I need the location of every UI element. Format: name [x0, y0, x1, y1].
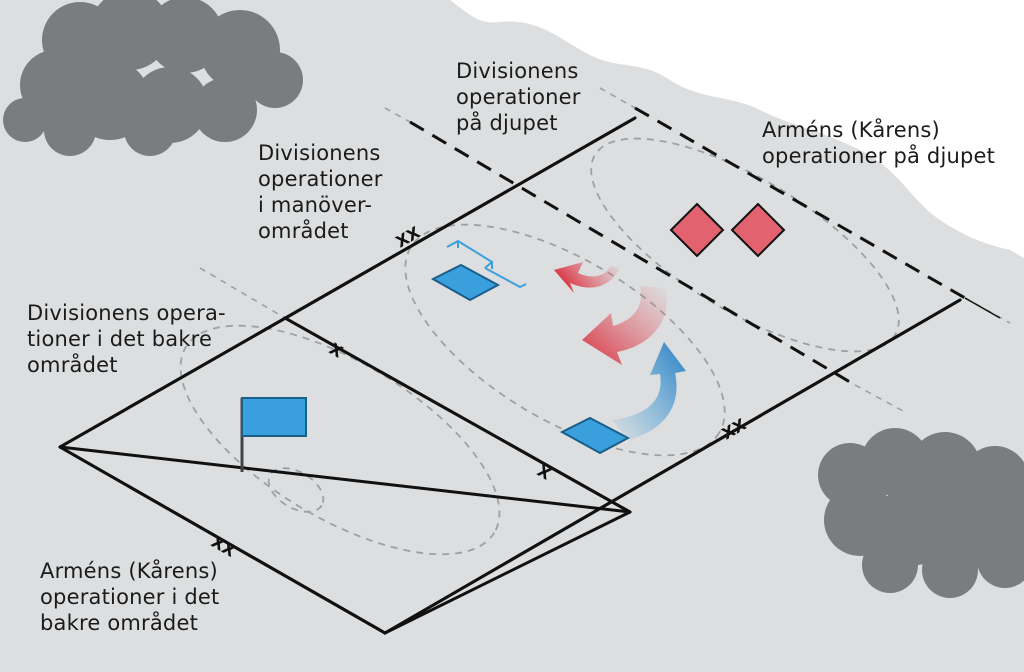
label-army-deep: Arméns (Kårens) operationer på djupet — [762, 118, 996, 168]
enemy-unit-icon — [669, 202, 725, 258]
forward-dashed-lines — [409, 106, 966, 387]
cloud-bottom-right — [818, 428, 1024, 598]
cloud-top-left — [3, 0, 303, 156]
friendly-unit-icon — [430, 263, 501, 302]
right-extension — [964, 297, 1001, 319]
rear-area-oval — [179, 324, 501, 556]
label-division-deep: Divisionens operationer på djupet — [456, 59, 581, 135]
label-division-maneuver: Divisionens operationer i manöver- områd… — [258, 141, 383, 243]
label-army-rear: Arméns (Kårens) operationer i det bakre … — [40, 559, 220, 635]
label-division-rear: Divisionens opera- tioner i det bakre om… — [27, 301, 226, 377]
friendly-boundary-bracket — [446, 239, 527, 289]
enemy-attack-arrow-icon — [554, 262, 620, 293]
small-oval — [267, 467, 325, 513]
enemy-attack-arrow-icon — [582, 286, 667, 365]
friendly-hq-flag-icon — [240, 397, 307, 472]
friendly-counterattack-arrow-icon — [612, 342, 686, 440]
outer-frame — [58, 116, 962, 635]
enemy-unit-icon — [730, 202, 786, 258]
maneuver-area-oval — [404, 223, 726, 457]
